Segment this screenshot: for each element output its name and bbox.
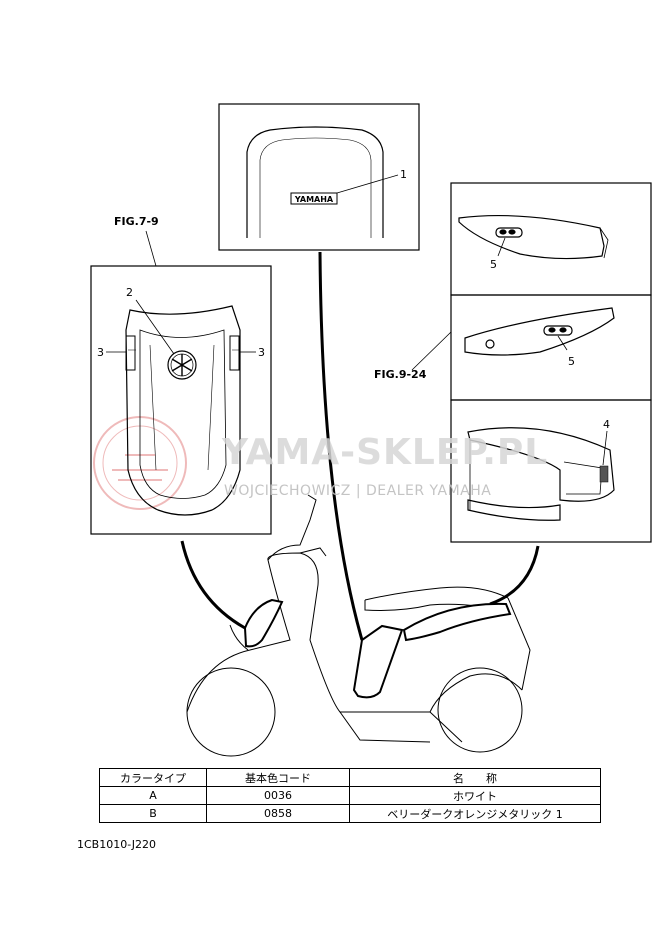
- detail-box-side-cover-upper: [450, 182, 652, 296]
- cell-name: ベリーダークオレンジメタリック 1: [349, 804, 601, 823]
- cell-type: A: [99, 786, 207, 805]
- fig-ref-7-9: FIG.7-9: [114, 215, 159, 228]
- emblem-text: YAMAHA: [294, 195, 334, 204]
- color-table-header: カラータイプ 基本色コード 名 称: [99, 768, 601, 787]
- cell-name: ホワイト: [349, 786, 601, 805]
- color-table: カラータイプ 基本色コード 名 称 A 0036 ホワイト B 0858 ベリー…: [99, 768, 601, 823]
- detail-box-front-cover: [90, 265, 272, 535]
- cell-code: 0036: [206, 786, 350, 805]
- rear-emblem-icon: [599, 465, 609, 483]
- header-base-color-code: 基本色コード: [206, 768, 350, 787]
- watermark-sub: WOJCIECHOWICZ | DEALER YAMAHA: [224, 483, 492, 499]
- detail-box-side-cover-middle: [450, 294, 652, 401]
- tuning-fork-emblem-icon: [167, 350, 197, 380]
- cell-type: B: [99, 804, 207, 823]
- detail-box-top-emblem: [218, 103, 420, 251]
- callout-1: 1: [400, 168, 407, 181]
- side-emblem-icon: [543, 325, 573, 336]
- callout-5-middle: 5: [568, 355, 575, 368]
- leader-fig-9-24: [411, 331, 452, 371]
- fig-ref-9-24: FIG.9-24: [374, 368, 427, 381]
- header-name: 名 称: [349, 768, 601, 787]
- watermark-main: YAMA-SKLEP.PL: [222, 432, 549, 473]
- cell-code: 0858: [206, 804, 350, 823]
- leader-line-1: [336, 174, 399, 194]
- table-row: B 0858 ベリーダークオレンジメタリック 1: [99, 804, 601, 823]
- diagram-code: 1CB1010-J220: [77, 838, 157, 851]
- callout-3-left: 3: [97, 346, 104, 359]
- detail-box-rear-cover: [450, 399, 652, 543]
- yamaha-emblem-icon: YAMAHA: [290, 192, 338, 205]
- side-emblem-icon: [495, 227, 523, 238]
- callout-4: 4: [603, 418, 610, 431]
- leader-fig-7-9: [145, 230, 157, 267]
- leader-line-2: [135, 299, 175, 355]
- table-row: A 0036 ホワイト: [99, 786, 601, 805]
- header-color-type: カラータイプ: [99, 768, 207, 787]
- scooter-outline: [186, 494, 531, 757]
- callout-3-right: 3: [258, 346, 265, 359]
- callout-2: 2: [126, 286, 133, 299]
- callout-5-upper: 5: [490, 258, 497, 271]
